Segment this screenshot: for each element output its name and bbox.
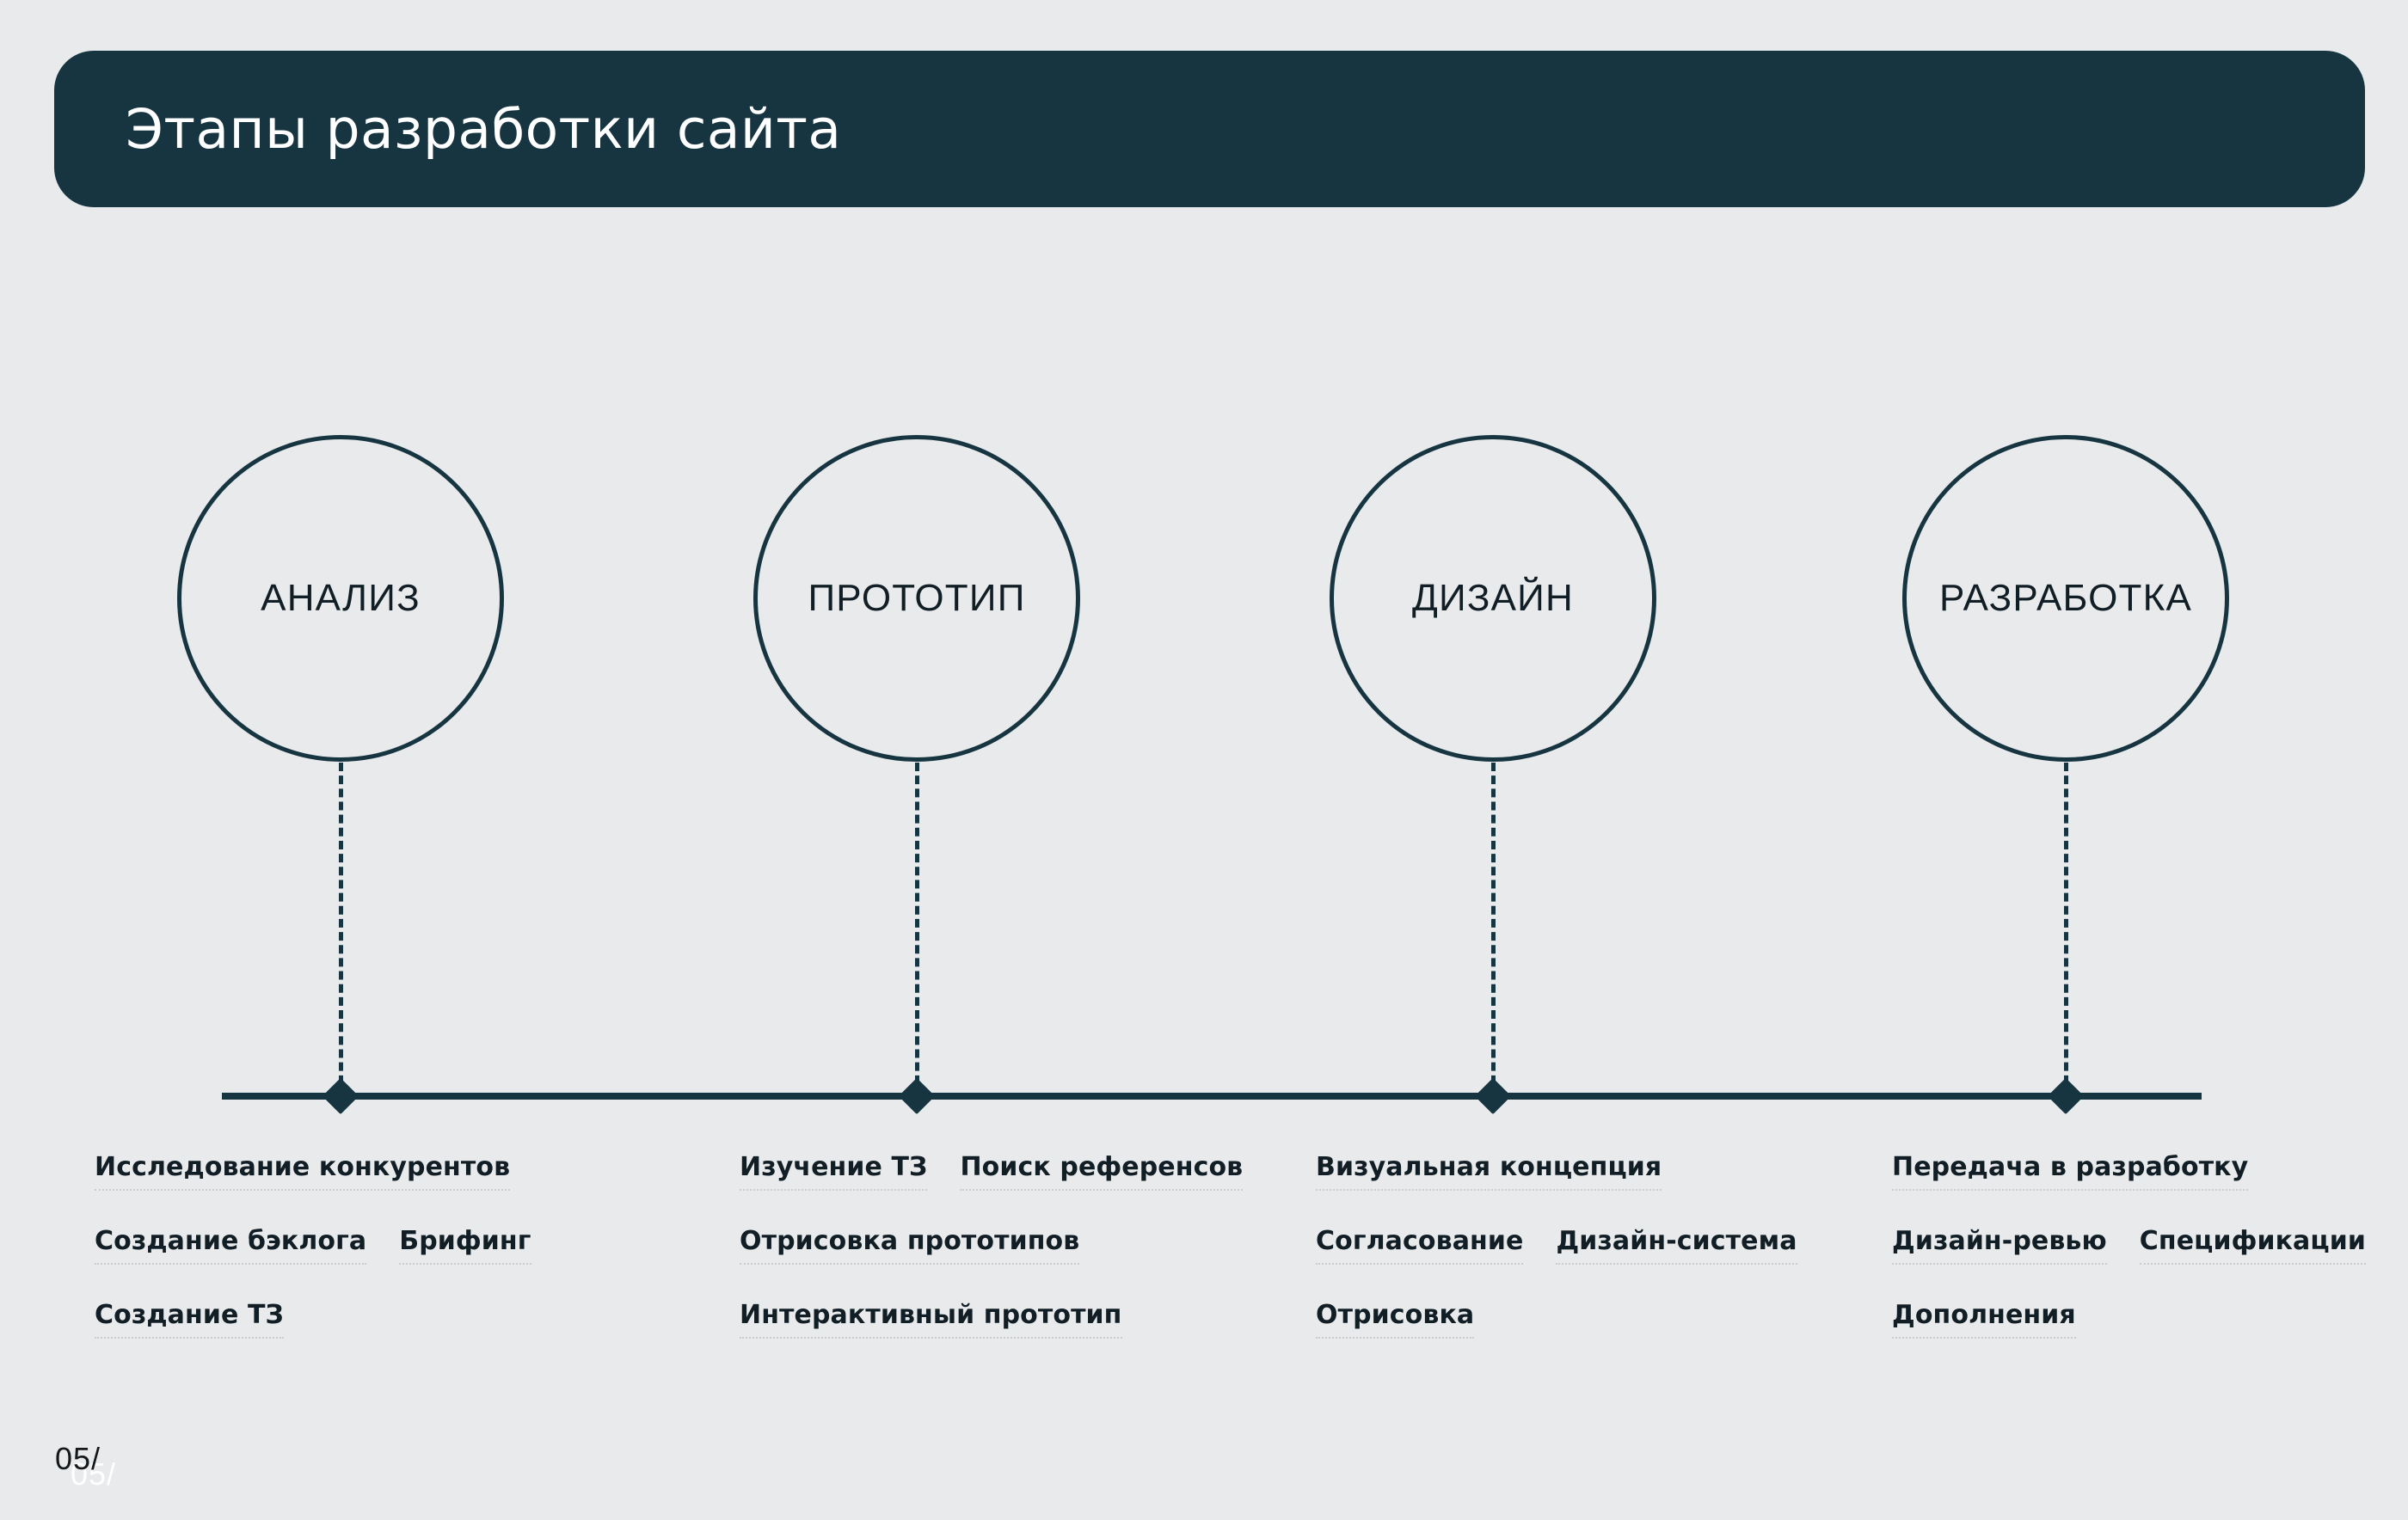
task-item[interactable]: Интерактивный прототип	[740, 1300, 1122, 1339]
timeline-marker-1[interactable]	[322, 1077, 359, 1115]
task-item[interactable]: Визуальная концепция	[1316, 1152, 1662, 1191]
task-row: Согласование Дизайн-система	[1316, 1226, 1797, 1300]
stage-circle-label: АНАЛИЗ	[261, 577, 421, 619]
task-row: Отрисовка	[1316, 1300, 1797, 1374]
task-row: Визуальная концепция	[1316, 1152, 1797, 1226]
task-row: Отрисовка прототипов	[740, 1226, 1243, 1300]
timeline-axis	[222, 1093, 2202, 1100]
stage-circle-label: ДИЗАЙН	[1412, 577, 1574, 619]
task-row: Создание бэклога Брифинг	[95, 1226, 531, 1300]
task-row: Дизайн-ревью Спецификации	[1892, 1226, 2367, 1300]
page-title: Этапы разработки сайта	[126, 97, 842, 161]
task-item[interactable]: Дизайн-система	[1556, 1226, 1797, 1265]
stage-connector-3	[1491, 763, 1496, 1097]
stage-circle-label: РАЗРАБОТКА	[1938, 577, 2193, 619]
page-number-ghost: 05/	[71, 1456, 117, 1492]
task-item[interactable]: Дизайн-ревью	[1892, 1226, 2107, 1265]
task-item[interactable]: Создание ТЗ	[95, 1300, 284, 1339]
task-row: Исследование конкурентов	[95, 1152, 531, 1226]
task-item[interactable]: Передача в разработку	[1892, 1152, 2249, 1191]
task-row: Дополнения	[1892, 1300, 2366, 1374]
timeline-marker-4[interactable]	[2047, 1077, 2085, 1115]
task-item[interactable]: Исследование конкурентов	[95, 1152, 511, 1191]
timeline-marker-3[interactable]	[1474, 1077, 1512, 1115]
task-row: Создание ТЗ	[95, 1300, 531, 1374]
task-item[interactable]: Отрисовка прототипов	[740, 1226, 1080, 1265]
task-item[interactable]: Изучение ТЗ	[740, 1152, 928, 1191]
timeline-marker-2[interactable]	[898, 1077, 936, 1115]
task-item[interactable]: Создание бэклога	[95, 1226, 367, 1265]
page-number: 05/	[55, 1441, 101, 1476]
task-row: Передача в разработку	[1892, 1152, 2366, 1226]
task-item[interactable]: Дополнения	[1892, 1300, 2076, 1339]
stage-circle-3[interactable]: ДИЗАЙН	[1330, 435, 1656, 762]
task-item[interactable]: Согласование	[1316, 1226, 1524, 1265]
stage-circle-label: ПРОТОТИП	[808, 577, 1026, 619]
task-item[interactable]: Спецификации	[2139, 1226, 2367, 1265]
stage-connector-1	[339, 763, 343, 1097]
stage-circle-1[interactable]: АНАЛИЗ	[177, 435, 504, 762]
task-row: Интерактивный прототип	[740, 1300, 1243, 1374]
stage-connector-2	[915, 763, 919, 1097]
stage-connector-4	[2064, 763, 2068, 1097]
task-item[interactable]: Поиск референсов	[960, 1152, 1243, 1191]
task-row: Изучение ТЗ Поиск референсов	[740, 1152, 1243, 1226]
task-item[interactable]: Брифинг	[399, 1226, 531, 1265]
stage-circle-2[interactable]: ПРОТОТИП	[753, 435, 1080, 762]
stage-circle-4[interactable]: РАЗРАБОТКА	[1902, 435, 2229, 762]
header-bar: Этапы разработки сайта	[54, 51, 2365, 207]
task-item[interactable]: Отрисовка	[1316, 1300, 1475, 1339]
